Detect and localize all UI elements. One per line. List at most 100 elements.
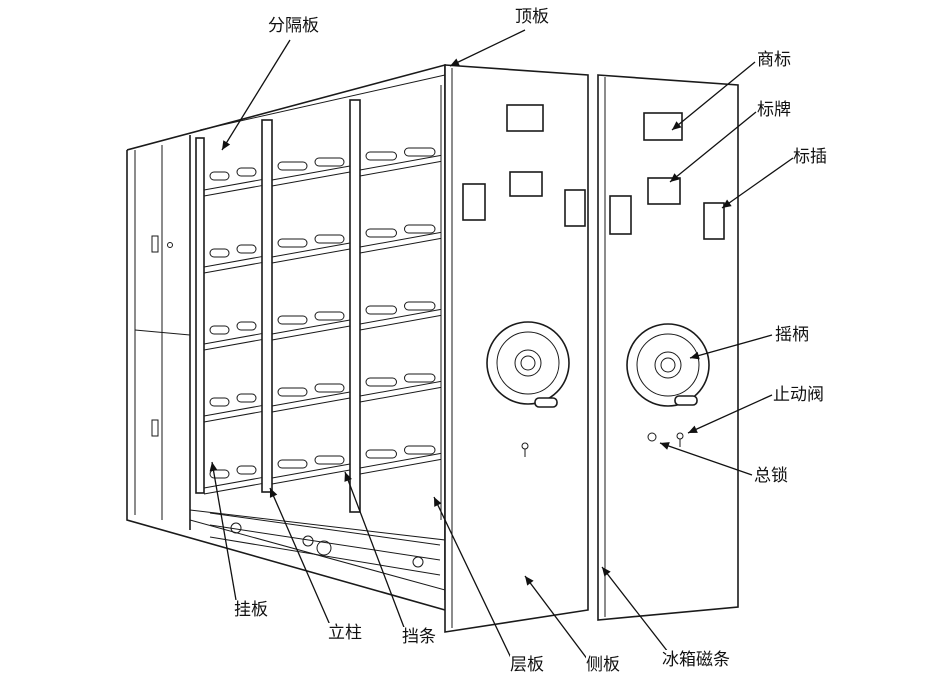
arrow-stop-valve	[687, 394, 773, 434]
arrowhead-partition	[222, 140, 231, 150]
retaining-strip	[236, 393, 257, 403]
shelf-board-edge	[203, 411, 263, 423]
arrowhead-upright	[269, 488, 278, 498]
arrowhead-master-lock	[660, 442, 670, 450]
retaining-strip	[209, 325, 230, 335]
shelving-unit	[189, 85, 446, 591]
retaining-strip	[277, 315, 308, 325]
shelf-board-edge	[203, 339, 263, 351]
retaining-strip	[277, 161, 308, 171]
shelf-board	[359, 452, 442, 469]
label-stop-valve: 止动阀	[773, 385, 824, 405]
label-fridge-magnetic-strip: 冰箱磁条	[662, 650, 730, 670]
arrow-label-slot	[721, 157, 794, 209]
retaining-strip	[314, 383, 345, 393]
shelf-board	[271, 391, 351, 407]
label-label-slot: 标插	[793, 147, 827, 167]
shelf-board-edge	[359, 237, 442, 254]
retaining-strip	[314, 311, 345, 321]
retaining-strip	[209, 397, 230, 407]
shelf-board-edge	[203, 185, 263, 197]
retaining-strip	[209, 171, 230, 181]
retaining-strip	[365, 377, 397, 387]
movable-panel-2	[597, 74, 739, 621]
shelf-board-edge	[359, 386, 442, 403]
shelf-board-edge	[359, 160, 442, 177]
retaining-strip	[314, 157, 345, 167]
retaining-strip	[404, 445, 436, 455]
arrowhead-fridge-strip	[602, 567, 611, 577]
movable-panel-1	[444, 64, 589, 633]
arrow-fridge-strip	[601, 566, 669, 653]
label-retaining-strip: 挡条	[402, 627, 436, 647]
shelf-board-edge	[271, 469, 351, 485]
shelf-board	[359, 154, 442, 171]
shelf-board	[203, 477, 263, 489]
retaining-strip	[314, 234, 345, 244]
shelf-board	[271, 463, 351, 479]
retaining-strip	[236, 465, 257, 475]
shelf-board	[271, 242, 351, 258]
shelf-board-edge	[271, 397, 351, 413]
label-shelf-board: 层板	[510, 655, 544, 675]
label-nameplate: 标牌	[757, 100, 791, 120]
arrowhead-label-slot	[722, 199, 732, 208]
arrow-nameplate	[669, 111, 757, 183]
shelf-board-edge	[359, 458, 442, 475]
retaining-strip	[404, 373, 436, 383]
shelf-board-edge	[359, 314, 442, 331]
shelf-board	[203, 333, 263, 345]
retaining-strip	[209, 248, 230, 258]
shelf-board-edge	[271, 248, 351, 264]
arrowhead-retaining	[344, 472, 352, 482]
shelf-board	[203, 405, 263, 417]
arrowhead-crank	[690, 351, 700, 360]
retaining-strip	[277, 238, 308, 248]
arrowhead-top	[450, 58, 460, 66]
callout-arrows	[209, 29, 794, 661]
retaining-strip	[365, 228, 397, 238]
retaining-strip	[314, 455, 345, 465]
shelf-board-edge	[271, 325, 351, 341]
retaining-strip	[209, 469, 230, 479]
arrow-trademark	[671, 61, 756, 131]
shelf-board	[271, 319, 351, 335]
arrowhead-nameplate	[670, 173, 680, 182]
arrow-master-lock	[659, 442, 753, 476]
retaining-strip	[236, 167, 257, 177]
shelf-board-edge	[203, 483, 263, 495]
arrowhead-hanging	[209, 462, 218, 472]
arrow-shelf-board	[433, 496, 513, 661]
shelf-board-edge	[203, 262, 263, 274]
arrowhead-trademark	[672, 121, 682, 130]
label-side-panel: 侧板	[586, 655, 620, 675]
retaining-strip	[236, 321, 257, 331]
arrowhead-side-panel	[525, 576, 534, 586]
retaining-strip	[404, 224, 436, 234]
retaining-strip	[365, 449, 397, 459]
retaining-strip	[404, 301, 436, 311]
arrow-side-panel	[524, 575, 589, 661]
retaining-strip	[404, 147, 436, 157]
shelf-board	[359, 231, 442, 248]
shelf-board	[359, 380, 442, 397]
label-trademark: 商标	[757, 50, 791, 70]
label-partition-board: 分隔板	[268, 16, 319, 36]
arrow-partition	[221, 39, 291, 151]
label-top-board: 顶板	[515, 7, 549, 27]
retaining-strip	[236, 244, 257, 254]
label-master-lock: 总锁	[754, 466, 788, 486]
shelf-board	[203, 256, 263, 268]
arrow-crank	[689, 334, 773, 359]
shelf-board	[203, 179, 263, 191]
arrow-retaining	[344, 471, 406, 631]
retaining-strip	[365, 151, 397, 161]
shelf-board	[271, 165, 351, 181]
label-hanging-board: 挂板	[234, 600, 268, 620]
shelf-board-edge	[271, 171, 351, 187]
label-crank-handle: 摇柄	[775, 325, 809, 345]
shelf-board	[359, 308, 442, 325]
arrowhead-stop-valve	[688, 425, 698, 433]
